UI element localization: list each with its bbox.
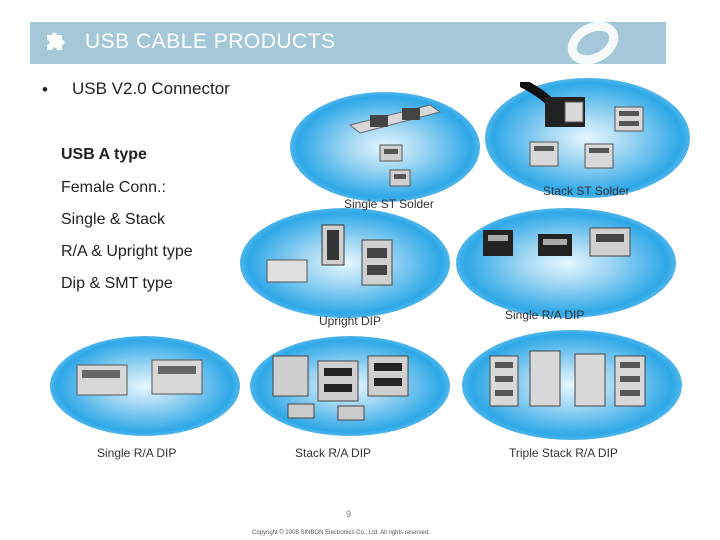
triple-stack-ra-dip-connector-icon <box>489 350 646 407</box>
stack-st-solder-connector-icon <box>520 82 644 169</box>
caption-single-st-solder: Single ST Solder <box>344 197 434 211</box>
caption-triple-stack-ra-dip: Triple Stack R/A DIP <box>509 446 618 460</box>
description-line: Female Conn.: <box>61 179 166 196</box>
caption-upright-dip: Upright DIP <box>319 314 382 328</box>
title-bar <box>30 22 666 64</box>
bullet-symbol: • <box>42 80 48 99</box>
caption-single-ra-dip: Single R/A DIP <box>505 308 585 322</box>
copyright-notice: Copyright © 2008 SINBON Electronics Co.,… <box>252 530 430 536</box>
upright-dip-connector-icon <box>266 224 393 286</box>
description-line: USB A type <box>61 146 147 163</box>
bullet-heading: USB V2.0 Connector <box>72 79 230 98</box>
product-image-single-ra-dip-right <box>456 208 676 318</box>
caption-stack-st-solder: Stack ST Solder <box>543 184 630 198</box>
puzzle-icon <box>47 32 65 50</box>
page-title: USB CABLE PRODUCTS <box>85 30 336 53</box>
caption-stack-ra-dip: Stack R/A DIP <box>295 446 372 460</box>
single-st-solder-connector-icon <box>348 104 442 187</box>
description-line: Single & Stack <box>61 211 166 228</box>
page-number: 9 <box>346 509 352 519</box>
stack-ra-dip-connector-icon <box>272 355 409 421</box>
single-ra-dip-left-connector-icon <box>76 359 203 396</box>
description-line: Dip & SMT type <box>61 275 173 292</box>
decorative-ring-icon <box>567 21 619 65</box>
single-ra-dip-connector-icon <box>483 227 631 257</box>
product-image-stack-st-solder <box>485 78 690 198</box>
description-line: R/A & Upright type <box>61 243 193 260</box>
caption-single-ra-dip: Single R/A DIP <box>97 446 177 460</box>
